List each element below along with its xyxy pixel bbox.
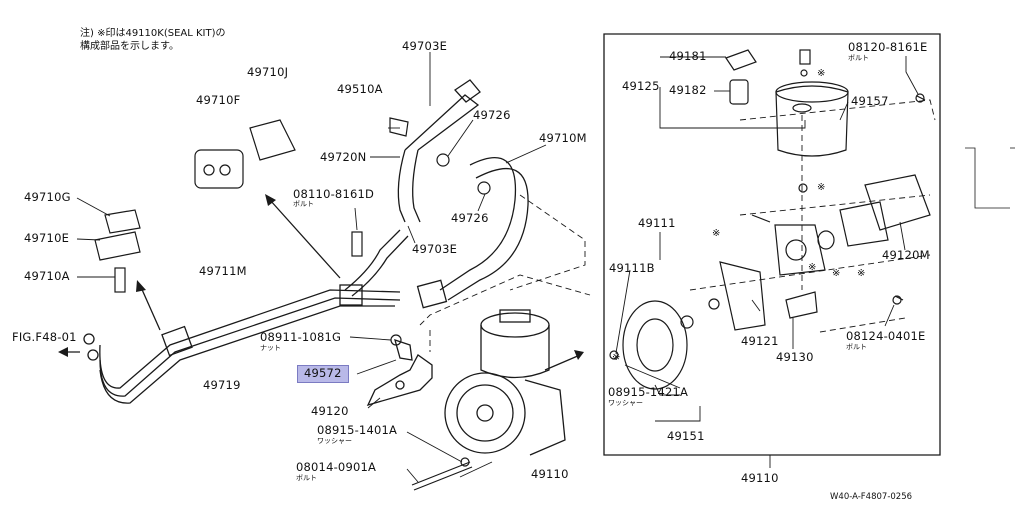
svg-text:※: ※	[612, 352, 620, 363]
part-label-49726-top[interactable]: 49726	[473, 108, 511, 122]
part-label-49510A[interactable]: 49510A	[337, 82, 383, 96]
part-label-49711M[interactable]: 49711M	[199, 264, 247, 278]
pump-main	[444, 309, 566, 456]
part-label-49703E-mid[interactable]: 49703E	[412, 242, 458, 256]
part-label-49710M[interactable]: 49710M	[539, 131, 587, 145]
part-label-49710F[interactable]: 49710F	[196, 93, 241, 107]
part-label-49710A[interactable]: 49710A	[24, 269, 70, 283]
part-label-49572-highlighted[interactable]: 49572	[297, 365, 349, 383]
part-label-08915-1401A[interactable]: 08915-1401A	[317, 423, 398, 437]
part-label-49111B[interactable]: 49111B	[609, 261, 655, 275]
svg-text:※: ※	[817, 182, 825, 193]
part-label-49182[interactable]: 49182	[669, 83, 707, 97]
svg-text:※: ※	[832, 268, 840, 279]
part-label-49125[interactable]: 49125	[622, 79, 660, 93]
bracket-49120	[366, 338, 433, 407]
bolt-sublabel-2: ボルト	[296, 474, 317, 482]
part-label-49151[interactable]: 49151	[667, 429, 705, 443]
svg-text:※: ※	[857, 268, 865, 279]
assembly-box	[603, 33, 941, 456]
arrow-heads	[58, 194, 584, 360]
part-label-49181[interactable]: 49181	[669, 49, 707, 63]
part-label-08911-1081G[interactable]: 08911-1081G	[260, 330, 342, 344]
part-label-49130[interactable]: 49130	[776, 350, 814, 364]
bolt-sublabel-4: ボルト	[846, 343, 867, 351]
drawing-number: W40-A-F4807-0256	[830, 492, 913, 502]
part-label-08915-1421A[interactable]: 08915-1421A	[608, 385, 689, 399]
hose-49720N	[397, 79, 481, 223]
edge-marks	[965, 147, 1015, 209]
washer-sublabel-2: ワッシャー	[608, 399, 643, 407]
nut-sublabel: ナット	[260, 344, 281, 352]
part-label-49719[interactable]: 49719	[203, 378, 241, 392]
seal-kit-markers: ※ ※ ※ ※ ※ ※ ※	[612, 68, 865, 363]
part-label-49157[interactable]: 49157	[851, 94, 889, 108]
part-label-49710E[interactable]: 49710E	[24, 231, 70, 245]
leader-arrows	[62, 199, 581, 371]
part-label-49111[interactable]: 49111	[638, 216, 676, 230]
bolt-sublabel-1: ボルト	[293, 200, 314, 208]
washer-sublabel-1: ワッシャー	[317, 437, 352, 445]
part-label-49710G[interactable]: 49710G	[24, 190, 71, 204]
part-label-08110-8161D[interactable]: 08110-8161D	[293, 187, 375, 201]
part-label-08124-0401E[interactable]: 08124-0401E	[846, 329, 926, 343]
part-label-49120[interactable]: 49120	[311, 404, 349, 418]
svg-text:※: ※	[808, 262, 816, 273]
part-label-49121[interactable]: 49121	[741, 334, 779, 348]
dashed-lines	[419, 99, 936, 352]
pipe-assembly-49719	[83, 229, 409, 404]
small-parts-left	[94, 117, 491, 491]
bolt-sublabel-3: ボルト	[848, 54, 869, 62]
part-label-49720N[interactable]: 49720N	[320, 150, 367, 164]
hose-49710M	[416, 157, 529, 309]
svg-text:※: ※	[712, 228, 720, 239]
part-label-49110-main[interactable]: 49110	[531, 467, 569, 481]
part-label-49703E-top[interactable]: 49703E	[402, 39, 448, 53]
seal-kit-note: 注) ※印は49110K(SEAL KIT)の 構成部品を示します。	[80, 28, 226, 53]
part-label-49120M[interactable]: 49120M	[882, 248, 930, 262]
note-line-2: 構成部品を示します。	[80, 40, 179, 52]
part-label-49110-box[interactable]: 49110	[741, 471, 779, 485]
part-label-49710J[interactable]: 49710J	[247, 65, 289, 79]
part-label-49726-mid[interactable]: 49726	[451, 211, 489, 225]
part-label-08120-8161E[interactable]: 08120-8161E	[848, 40, 928, 54]
fig-reference-link[interactable]: FIG.F48-01	[12, 330, 77, 344]
leader-lines	[76, 52, 919, 483]
note-line-1: 注) ※印は49110K(SEAL KIT)の	[80, 28, 226, 39]
part-label-08014-0901A[interactable]: 08014-0901A	[296, 460, 377, 474]
svg-text:※: ※	[817, 68, 825, 79]
exploded-parts	[609, 49, 931, 390]
